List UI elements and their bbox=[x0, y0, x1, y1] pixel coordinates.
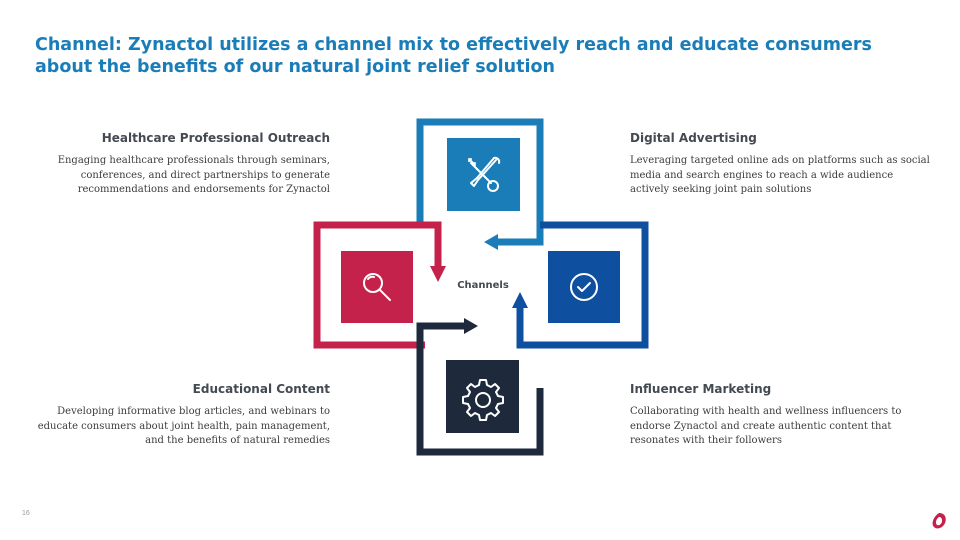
channel-influencer-marketing: Influencer Marketing Collaborating with … bbox=[630, 382, 930, 449]
gear-icon bbox=[462, 379, 504, 421]
channel-educational-content: Educational Content Developing informati… bbox=[30, 382, 330, 449]
channel-digital-advertising: Digital Advertising Leveraging targeted … bbox=[630, 131, 930, 198]
channel-description: Collaborating with health and wellness i… bbox=[630, 406, 902, 446]
search-tile bbox=[341, 251, 413, 323]
channel-heading: Influencer Marketing bbox=[630, 382, 772, 396]
brand-logo-icon bbox=[932, 513, 946, 529]
check-badge-icon bbox=[570, 273, 598, 301]
gear-tile bbox=[446, 360, 519, 433]
arm-top bbox=[416, 118, 544, 250]
channel-description: Leveraging targeted online ads on platfo… bbox=[630, 155, 930, 195]
channel-description: Developing informative blog articles, an… bbox=[37, 406, 330, 446]
page-title: Channel: Zynactol utilizes a channel mix… bbox=[35, 35, 872, 77]
channel-cycle-diagram: Channels bbox=[313, 118, 649, 456]
arm-left bbox=[313, 221, 446, 349]
check-tile bbox=[548, 251, 620, 323]
search-icon bbox=[363, 273, 391, 301]
channel-heading: Digital Advertising bbox=[630, 131, 757, 145]
tools-icon bbox=[468, 156, 501, 192]
arm-right bbox=[512, 221, 649, 349]
channel-description: Engaging healthcare professionals throug… bbox=[57, 155, 330, 195]
center-label: Channels bbox=[457, 280, 509, 291]
channel-heading: Educational Content bbox=[192, 382, 330, 396]
page-number: 16 bbox=[22, 510, 30, 517]
channel-heading: Healthcare Professional Outreach bbox=[101, 131, 330, 145]
arm-bottom bbox=[416, 318, 544, 456]
channel-healthcare-outreach: Healthcare Professional Outreach Engagin… bbox=[30, 131, 330, 198]
